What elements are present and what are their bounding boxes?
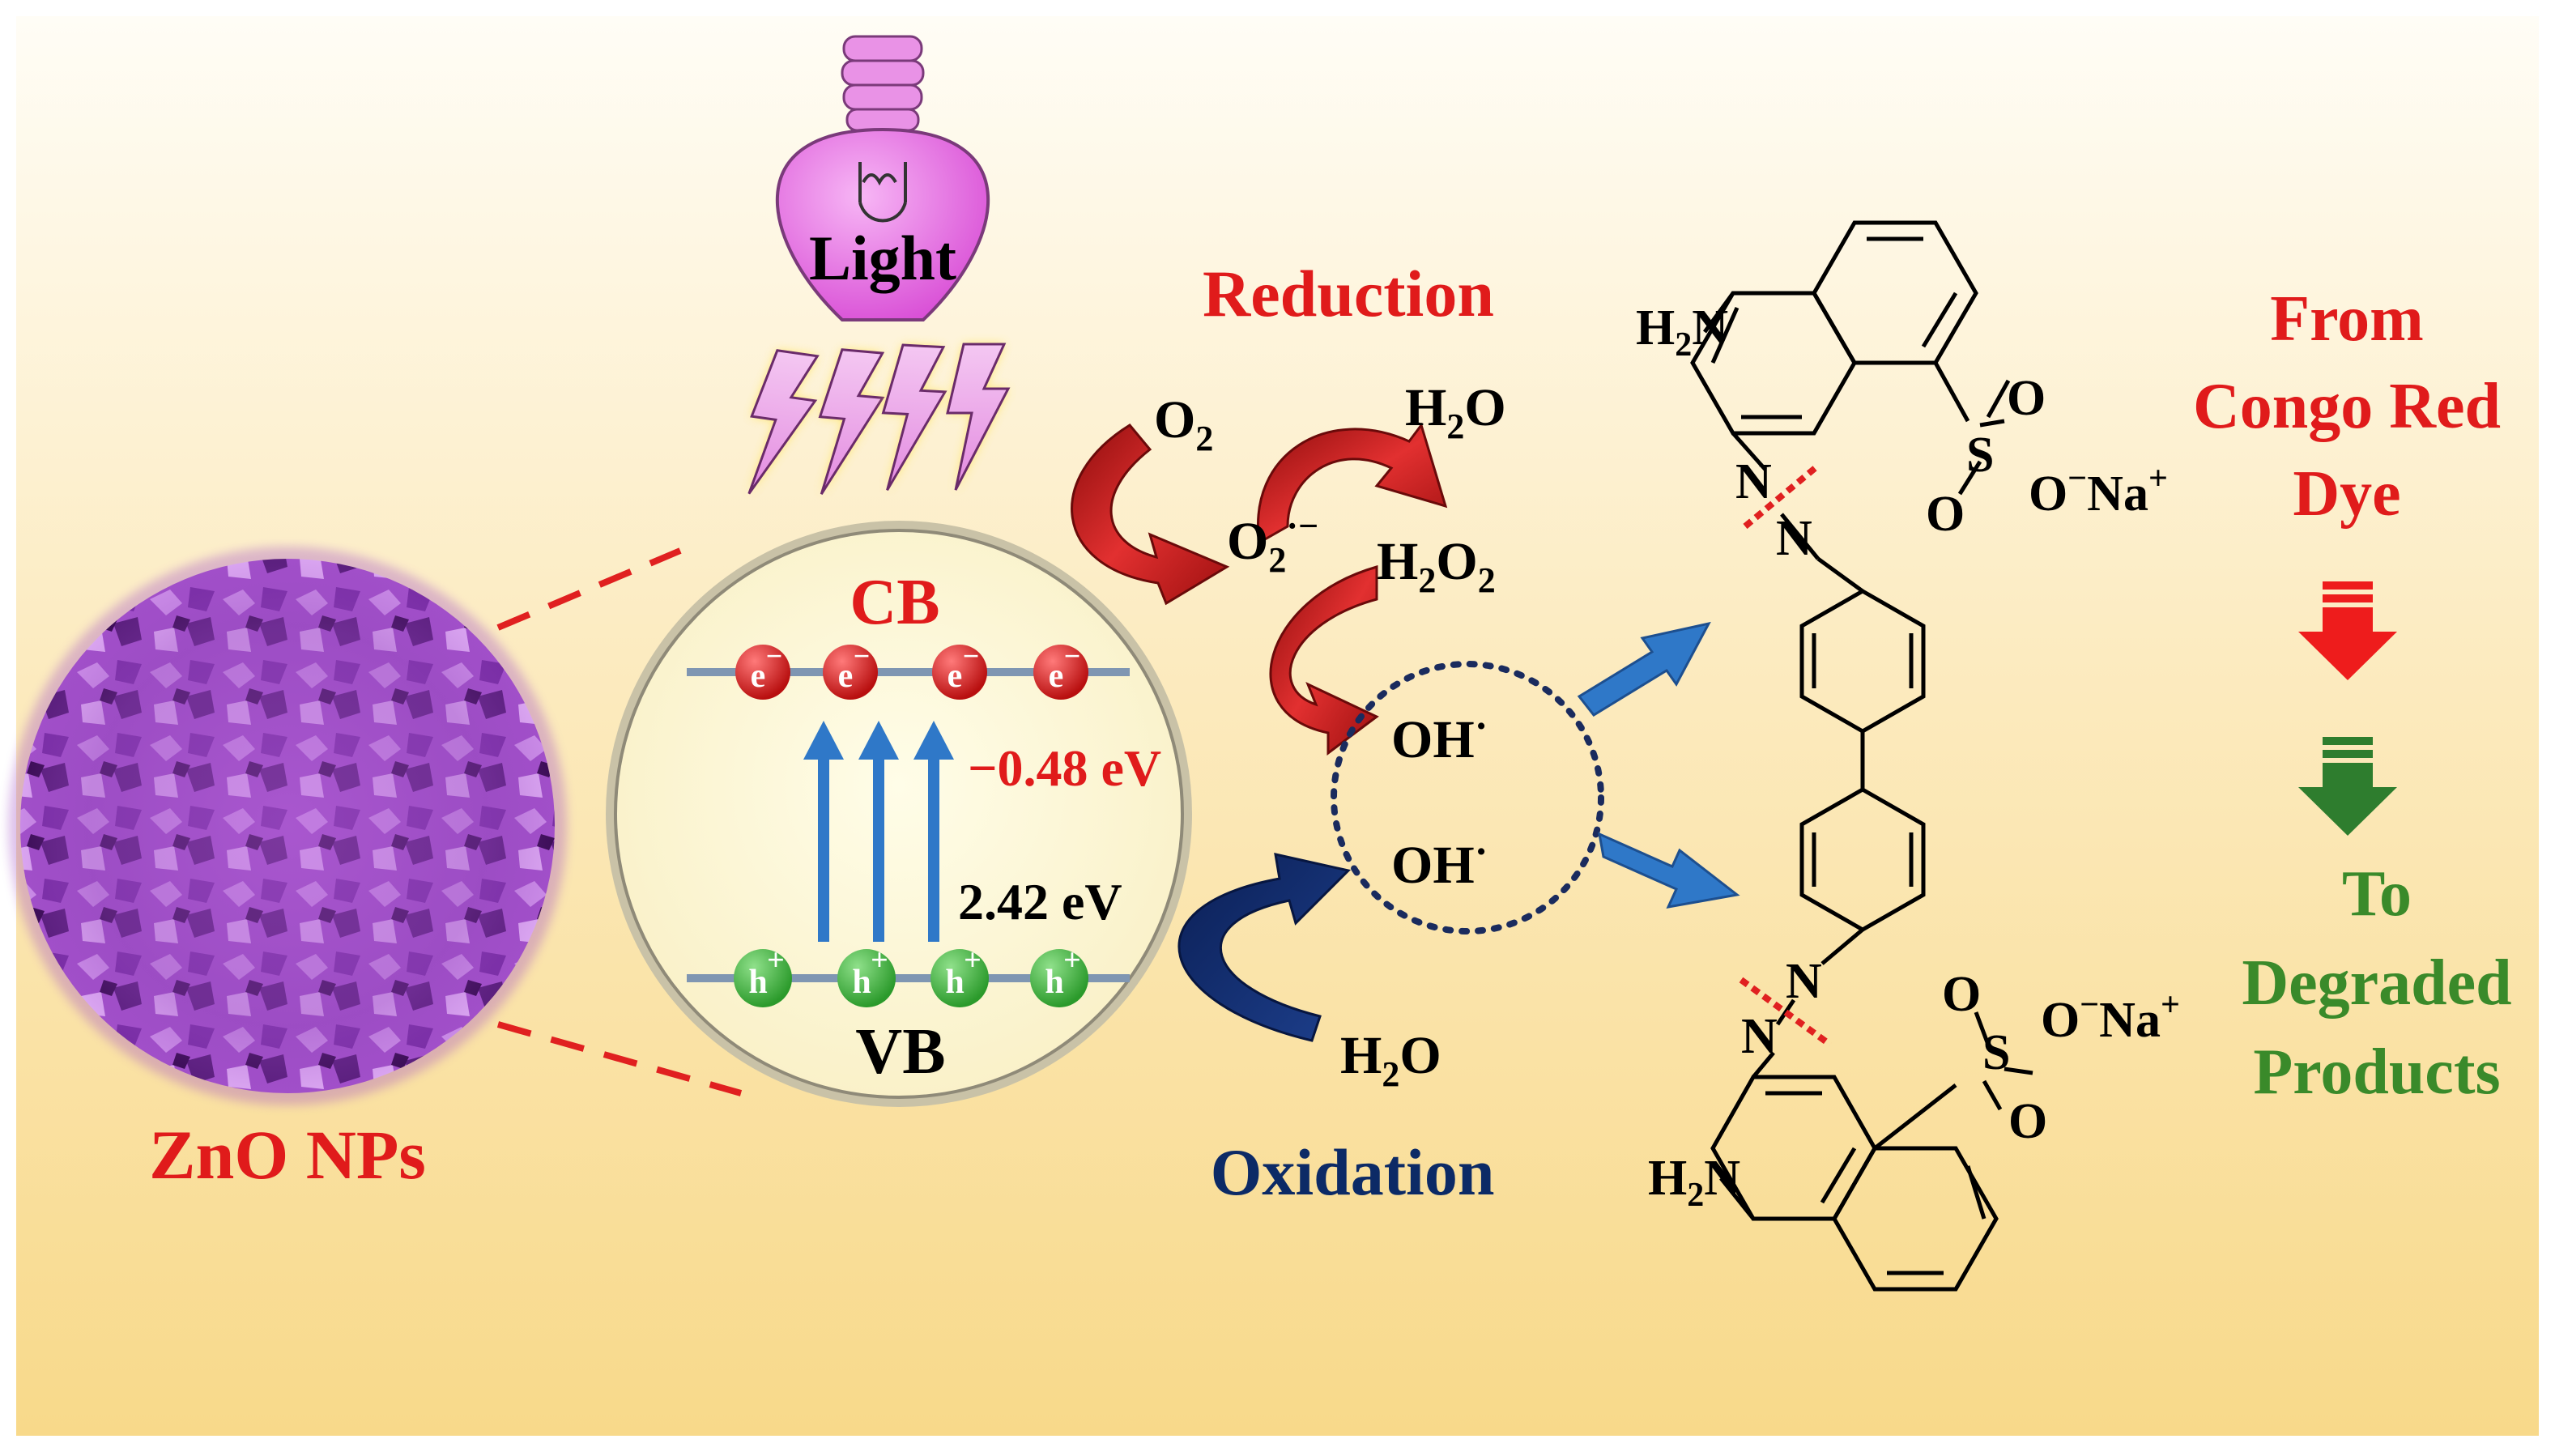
svg-text:h: h [748, 964, 767, 1001]
svg-text:+: + [871, 943, 888, 977]
electron-icon: e − [1033, 640, 1088, 700]
lightning-bolt-icon [818, 348, 885, 495]
nitrogen-label: N [1741, 1009, 1778, 1064]
svg-text:h: h [1045, 964, 1063, 1001]
amine-label-bottom: H2N [1648, 1151, 1740, 1214]
sodium-sulfonate-label: O−Na+ [2041, 986, 2180, 1048]
band-gap-label: 2.42 eV [958, 873, 1122, 930]
from-label-line: From [2270, 283, 2424, 355]
cb-label: CB [850, 567, 939, 638]
block-arrow-icon [1577, 621, 1711, 717]
block-arrow-icon [1598, 832, 1740, 909]
svg-text:+: + [1063, 943, 1081, 977]
zoom-line-bottom [496, 1021, 743, 1096]
lightning-bolt-icon [946, 343, 1011, 491]
svg-text:+: + [767, 943, 785, 977]
nitrogen-label: N [1786, 954, 1822, 1009]
cleavage-mark [1739, 977, 1833, 1048]
zoom-line-top [496, 547, 682, 631]
hole-icon: h + [930, 943, 989, 1007]
electron-icon: e − [823, 640, 878, 700]
nitrogen-label: N [1735, 454, 1772, 509]
electron-icon: e − [735, 640, 790, 700]
light-bulb-icon [776, 35, 990, 321]
vb-label: VB [855, 1016, 945, 1088]
from-legend: From Congo Red Dye [2193, 283, 2501, 530]
electron-icon: e − [932, 640, 987, 700]
oxygen-label: O [2007, 371, 2046, 426]
down-arrow-icon [2298, 581, 2397, 680]
band-structure-panel: CB VB e − e − e − e − h + [606, 521, 1192, 1107]
hole-icon: h + [1030, 943, 1088, 1007]
svg-text:−: − [854, 640, 871, 672]
reduction-title: Reduction [1203, 257, 1494, 330]
curved-arrow-icon [1071, 424, 1230, 606]
hole-icon: h + [837, 943, 896, 1007]
oxidation-title: Oxidation [1211, 1135, 1495, 1209]
oxygen-label: O [2008, 1094, 2047, 1149]
nanoparticle-label: ZnO NPs [149, 1116, 426, 1194]
lightning-bolt-icon [747, 349, 820, 495]
svg-text:h: h [945, 964, 964, 1001]
hole-icon: h + [734, 943, 792, 1007]
water-label-top: H2O [1405, 378, 1506, 446]
to-legend: To Degraded Products [2242, 858, 2511, 1108]
curved-arrow-icon [1269, 565, 1379, 756]
cb-potential-label: −0.48 eV [968, 739, 1161, 797]
light-label: Light [809, 223, 956, 293]
hydroxyl-radical-panel: OH· OH· [1331, 661, 1604, 934]
from-label-line: Dye [2293, 458, 2400, 530]
lightning-bolt-icon [881, 343, 947, 492]
svg-text:+: + [964, 943, 982, 977]
svg-text:e: e [838, 658, 854, 695]
curved-arrow-icon [1177, 853, 1351, 1042]
to-label-line: Products [2253, 1037, 2500, 1108]
svg-text:e: e [1049, 658, 1064, 695]
to-label-line: To [2342, 858, 2412, 930]
excitation-arrows [803, 721, 954, 942]
svg-text:−: − [766, 640, 783, 672]
nitrogen-label: N [1776, 511, 1812, 566]
hydroxyl-radical-label: OH· [1391, 703, 1488, 769]
svg-text:−: − [963, 640, 980, 672]
oxygen-label: O [1926, 487, 1965, 542]
congo-red-molecule [1690, 220, 2033, 1292]
svg-text:e: e [751, 658, 766, 695]
molecule-labels: H2N N N S O O O−Na+ N N S O O O−Na+ H2N [1636, 300, 2180, 1214]
down-arrow-icon [2298, 737, 2397, 836]
curved-arrow-icon [1257, 422, 1448, 545]
sodium-sulfonate-label: O−Na+ [2029, 460, 2168, 522]
water-label-bottom: H2O [1340, 1026, 1441, 1094]
superoxide-label: O2·− [1227, 506, 1318, 580]
svg-text:e: e [947, 658, 963, 695]
oxygen-label: O [1942, 967, 1981, 1022]
hydrogen-peroxide-label: H2O2 [1377, 532, 1496, 600]
cleavage-mark [1743, 462, 1820, 530]
from-label-line: Congo Red [2193, 371, 2501, 442]
hydroxyl-radical-label: OH· [1391, 828, 1488, 895]
svg-text:h: h [852, 964, 871, 1001]
amine-label-top: H2N [1636, 300, 1728, 364]
sulfur-label: S [1966, 428, 1994, 483]
lightning-bolts [747, 343, 1011, 495]
sulfur-label: S [1982, 1025, 2010, 1080]
svg-text:−: − [1064, 640, 1081, 672]
o2-label: O2 [1154, 390, 1213, 458]
to-label-line: Degraded [2242, 947, 2511, 1019]
nanoparticle-image [8, 547, 567, 1105]
